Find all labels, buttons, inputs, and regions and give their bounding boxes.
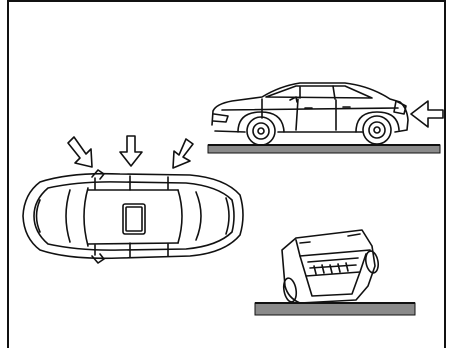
sedan-side-view-icon bbox=[212, 83, 408, 145]
impact-arrow-right bbox=[173, 139, 193, 168]
ground-strip-rollover bbox=[255, 303, 415, 315]
impact-arrow-rear bbox=[411, 101, 443, 127]
ground-strip-side-view bbox=[208, 145, 440, 153]
impact-arrow-left bbox=[68, 137, 92, 167]
sedan-rollover-icon bbox=[282, 230, 380, 303]
sedan-top-view-icon bbox=[23, 170, 243, 263]
impact-arrow-center bbox=[120, 136, 142, 166]
